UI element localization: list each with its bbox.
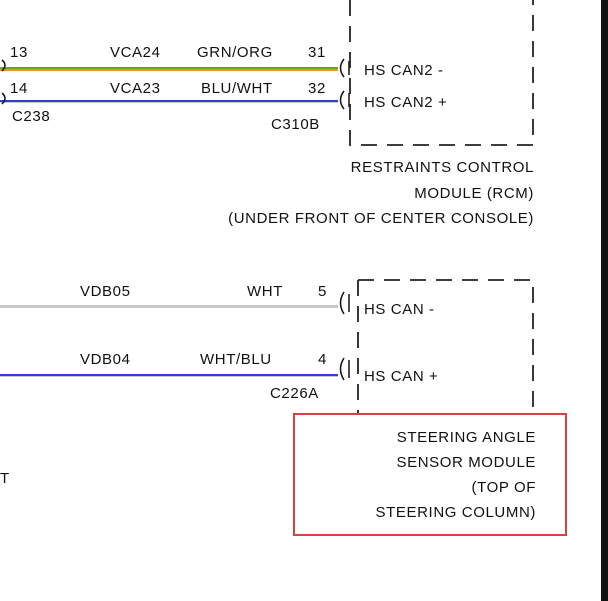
left-cut-text: T	[0, 470, 10, 487]
connector-c310b: C310B	[271, 116, 320, 133]
sasm-label-line-1: STEERING ANGLE	[396, 429, 536, 446]
right-pin-5: 5	[318, 283, 327, 300]
wire-vca24-green	[0, 67, 338, 69]
circuit-vdb04: VDB04	[80, 351, 131, 368]
wire-vdb05-white	[0, 305, 338, 308]
left-pin-14: 14	[10, 80, 28, 97]
wire-vca23-white	[0, 102, 338, 103]
sasm-label-line-3: (TOP OF	[471, 479, 536, 496]
wire-vdb04-white	[0, 376, 338, 377]
right-pin-4: 4	[318, 351, 327, 368]
c310b-connector-symbol	[339, 58, 350, 110]
wire-color-wht-blu: WHT/BLU	[200, 351, 272, 368]
window-edge	[601, 0, 608, 601]
sasm-module-box	[357, 279, 534, 415]
rcm-pin-hs-can2-plus: HS CAN2 +	[364, 94, 448, 111]
sasm-label-line-4: STEERING COLUMN)	[375, 504, 536, 521]
right-pin-31: 31	[308, 44, 326, 61]
left-pin-13: 13	[10, 44, 28, 61]
wire-color-wht: WHT	[247, 283, 283, 300]
highlight-box	[293, 413, 567, 536]
sasm-pin-hs-can-minus: HS CAN -	[364, 301, 435, 318]
wire-vca24-orange	[0, 69, 338, 71]
wire-vdb04-blue	[0, 374, 338, 376]
circuit-vca24: VCA24	[110, 44, 161, 61]
circuit-vdb05: VDB05	[80, 283, 131, 300]
c226a-connector-symbol	[339, 291, 350, 381]
wire-color-grn-org: GRN/ORG	[197, 44, 273, 61]
rcm-label-line-1: RESTRAINTS CONTROL	[350, 159, 534, 176]
rcm-module-box	[349, 0, 534, 146]
rcm-label-line-3: (UNDER FRONT OF CENTER CONSOLE)	[228, 210, 534, 227]
wire-vca23-blue	[0, 100, 338, 102]
sasm-label-line-2: SENSOR MODULE	[396, 454, 536, 471]
wire-color-blu-wht: BLU/WHT	[201, 80, 273, 97]
c238-connector-symbol	[1, 59, 6, 105]
connector-c226a: C226A	[270, 385, 319, 402]
right-pin-32: 32	[308, 80, 326, 97]
circuit-vca23: VCA23	[110, 80, 161, 97]
connector-c238: C238	[12, 108, 51, 125]
sasm-pin-hs-can-plus: HS CAN +	[364, 368, 439, 385]
rcm-label-line-2: MODULE (RCM)	[414, 185, 534, 202]
rcm-pin-hs-can2-minus: HS CAN2 -	[364, 62, 444, 79]
